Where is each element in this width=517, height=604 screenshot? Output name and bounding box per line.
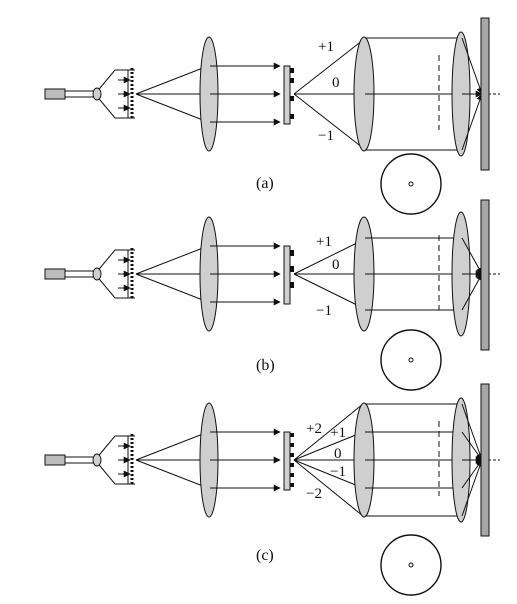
grating-slm (283, 65, 294, 125)
collimated-beams (210, 62, 281, 126)
order-label: +2 (306, 421, 322, 437)
rays-to-lens1 (135, 245, 209, 303)
order-label: −1 (316, 303, 332, 319)
rays-to-lens1 (135, 431, 209, 489)
pupil-spot (408, 181, 414, 187)
order-label: +1 (318, 39, 334, 55)
diffraction-rays (293, 239, 364, 309)
pupil-spot (408, 562, 414, 568)
grating-slm (283, 431, 294, 491)
fiber-source (44, 88, 95, 100)
collimated-beams (210, 428, 281, 492)
screen (480, 383, 490, 537)
diffraction-rays (293, 403, 364, 517)
order-label: −1 (330, 464, 346, 480)
fiber-source (44, 268, 95, 280)
screen (480, 199, 490, 351)
panel-caption: (c) (256, 547, 274, 564)
panel-caption: (b) (256, 357, 275, 374)
panel-b: +1 0 −1 (b) (44, 199, 500, 391)
fiber-source (44, 454, 95, 466)
pupil-spot (408, 357, 414, 363)
relay-beams (365, 37, 460, 151)
relay-beams (365, 235, 460, 311)
order-label: −1 (318, 128, 334, 144)
focusing-rays (461, 403, 500, 517)
panel-caption: (a) (256, 175, 274, 192)
order-label: −2 (306, 486, 322, 502)
order-label: 0 (332, 75, 340, 91)
order-label: +1 (316, 234, 332, 250)
order-label: 0 (334, 446, 342, 462)
rays-to-lens1 (135, 65, 209, 123)
order-label: 0 (332, 257, 340, 273)
collimator (92, 248, 135, 300)
collimator (92, 68, 135, 120)
focusing-rays (461, 237, 500, 311)
focusing-rays (461, 37, 500, 151)
panel-c: +2 +1 0 −1 −2 (c) (44, 383, 500, 596)
panel-a: +1 0 −1 (a) (44, 17, 500, 215)
relay-beams (365, 403, 460, 517)
grating-slm (283, 245, 294, 305)
diffraction-rays (293, 39, 364, 149)
collimator (92, 434, 135, 486)
collimated-beams (210, 242, 281, 306)
screen (480, 17, 490, 171)
order-label: +1 (330, 425, 346, 441)
